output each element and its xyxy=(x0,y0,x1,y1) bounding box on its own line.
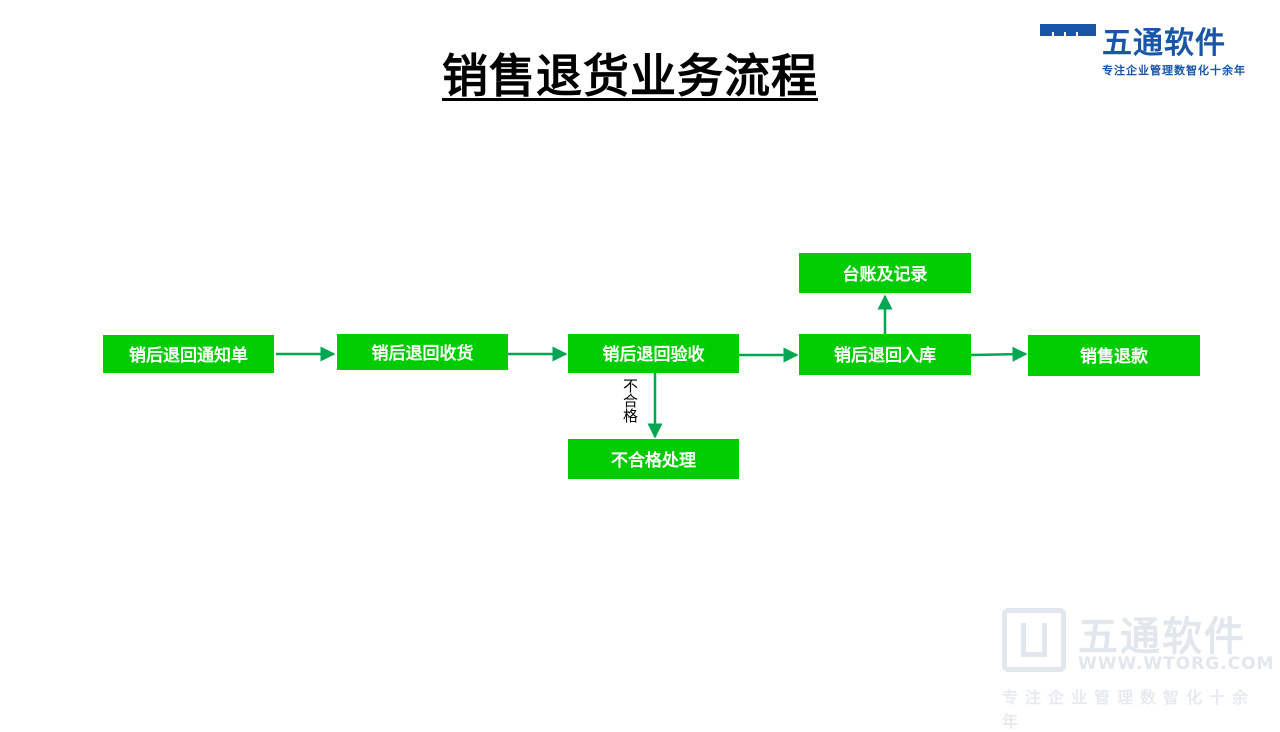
watermark-logo-icon xyxy=(1002,608,1066,672)
node-reject-handling: 不合格处理 xyxy=(568,439,739,479)
watermark-url: WWW.WTORG.COM xyxy=(1078,654,1275,674)
arrow-stockin-to-refund xyxy=(970,346,1028,362)
page-title-wrap: 销售退货业务流程 xyxy=(0,40,1260,106)
node-return-inspect: 销后退回验收 xyxy=(568,334,739,373)
watermark: 五通软件 WWW.WTORG.COM 专注企业管理数智化十余年 xyxy=(1000,604,1273,731)
node-ledger-record: 台账及记录 xyxy=(799,253,971,293)
node-return-notice: 销后退回通知单 xyxy=(103,335,274,373)
watermark-name: 五通软件 xyxy=(1078,614,1246,660)
logo-mark-icon xyxy=(1040,24,1096,36)
brand-logo: 五通软件 专注企业管理数智化十余年 xyxy=(1040,22,1260,82)
node-return-stockin: 销后退回入库 xyxy=(799,334,971,375)
watermark-slogan: 专注企业管理数智化十余年 xyxy=(1002,688,1256,731)
node-return-receive: 销后退回收货 xyxy=(337,334,508,370)
logo-name: 五通软件 xyxy=(1102,26,1226,61)
page-title: 销售退货业务流程 xyxy=(442,49,818,103)
logo-slogan: 专注企业管理数智化十余年 xyxy=(1102,64,1246,77)
edge-label-reject: 不合格 xyxy=(621,378,639,423)
node-sales-refund: 销售退款 xyxy=(1028,335,1200,376)
